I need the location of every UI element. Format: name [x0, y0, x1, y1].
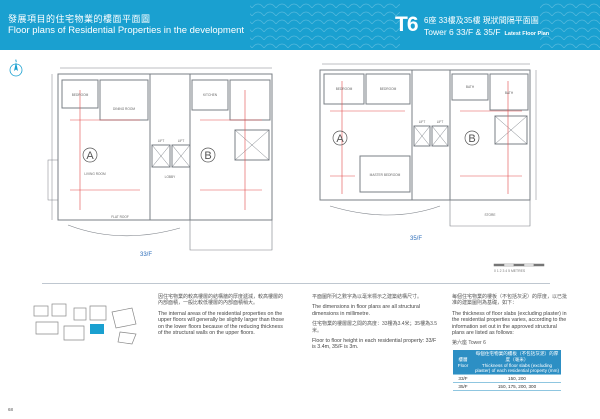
flat-a-label-35f: A [336, 133, 344, 145]
note-dimensions: 平面圖所列之數字為以毫米標示之建築結構尺寸。 The dimensions in… [312, 294, 438, 355]
floor-plan-33f: A B DINING ROOM LIVING ROOM BEDROOM KITC… [47, 67, 273, 251]
section-title-en: Floor plans of Residential Properties in… [8, 25, 245, 36]
room-label: KITCHEN [203, 93, 218, 97]
header-floor-zh: 樓層 [458, 356, 468, 362]
note-2b-zh: 住宅物業的樓層層之間的高度：33樓為3.4米；35樓為3.5米。 [312, 321, 438, 334]
compass-label: N [15, 59, 18, 63]
tower-title-en-text: Tower 6 33/F & 35/F [424, 27, 501, 37]
room-label: BEDROOM [336, 87, 353, 91]
room-label: BEDROOM [72, 93, 89, 97]
row-floor: 35/F [453, 382, 473, 391]
note-2a-zh: 平面圖所列之數字為以毫米標示之建築結構尺寸。 [312, 294, 423, 300]
note-2a-en: The dimensions in floor plans are all st… [312, 304, 421, 317]
header-thickness-zh: 每個住宅物業的樓板（不包括灰泥）的厚度（毫米） [475, 351, 559, 362]
room-label: STORE [485, 213, 496, 217]
floor-label-33f: 33/F [140, 252, 153, 258]
room-label: BATH [505, 91, 514, 95]
floor-plan-35f: A B BEDROOM BEDROOM MASTER BEDROOM LIFT … [319, 63, 537, 227]
room-label: BEDROOM [380, 87, 397, 91]
header-floor-en: Floor [457, 362, 469, 368]
room-label: LIFT [158, 139, 165, 143]
flat-b-label-33f: B [204, 150, 211, 162]
table-caption: 第六座 Tower 6 [452, 340, 486, 347]
room-label: LIFT [419, 120, 426, 124]
header-floor: 樓層 Floor [453, 350, 473, 375]
room-label: MASTER BEDROOM [370, 173, 401, 177]
room-label: LIFT [178, 139, 185, 143]
room-label: LOBBY [165, 175, 177, 179]
flat-a-label-33f: A [86, 150, 94, 162]
flat-b-label-35f: B [468, 133, 475, 145]
note-1-zh: 因住宅物業的較高樓層的結構牆的厚度遞減，較高樓層的內部面積，一般比較低樓層的內部… [158, 294, 284, 307]
key-plan [33, 303, 137, 345]
note-3-en: The thickness of floor slabs (excluding … [452, 310, 567, 337]
note-internal-areas: 因住宅物業的較高樓層的結構牆的厚度遞減，較高樓層的內部面積，一般比較低樓層的內部… [158, 294, 286, 340]
note-3-zh: 每個住宅物業的樓板（不包括灰泥）的厚度，以已批准的建築圖則為基礎，如下： [452, 294, 568, 307]
row-floor: 33/F [453, 374, 473, 383]
room-label: LIFT [437, 120, 444, 124]
tower-title-zh: 6座 33樓及35樓 現狀間隔平面圖 [424, 16, 539, 25]
slab-thickness-table: 樓層 Floor 每個住宅物業的樓板（不包括灰泥）的厚度（毫米） Thickne… [453, 350, 561, 391]
north-compass-icon: N [9, 59, 23, 77]
table-header-row: 樓層 Floor 每個住宅物業的樓板（不包括灰泥）的厚度（毫米） Thickne… [453, 350, 561, 375]
table-row: 33/F 150, 200 [453, 374, 561, 383]
room-label: BATH [466, 85, 475, 89]
note-slab-thickness: 每個住宅物業的樓板（不包括灰泥）的厚度，以已批准的建築圖則為基礎，如下： The… [452, 294, 570, 351]
row-thickness: 150, 200 [473, 374, 561, 383]
page-number: 68 [8, 407, 14, 412]
table-row: 35/F 150, 175, 200, 300 [453, 382, 561, 391]
room-label: LIVING ROOM [84, 172, 106, 176]
note-1-en: The internal areas of the residential pr… [158, 310, 285, 337]
tower-code: T6 [395, 13, 418, 36]
note-2b-en: Floor to floor height in each residentia… [312, 338, 437, 351]
tower-6-highlight [90, 324, 104, 334]
header-scale-pattern [250, 0, 600, 50]
section-divider [42, 283, 550, 284]
scale-bar-label: 0 1 2 3 4 5 METRES [494, 269, 526, 273]
room-label: DINING ROOM [113, 107, 135, 111]
header-thickness: 每個住宅物業的樓板（不包括灰泥）的厚度（毫米） Thickness of flo… [473, 350, 561, 375]
header-thickness-en: Thickness of floor slabs (excluding plas… [475, 363, 559, 373]
page-header: 發展項目的住宅物業的樓面平面圖 Floor plans of Residenti… [0, 0, 600, 50]
scale-bar: 0 1 2 3 4 5 METRES [493, 263, 545, 273]
latest-floor-plan-tag: Latest Floor Plan [504, 31, 550, 37]
floor-label-35f: 35/F [410, 236, 423, 242]
room-label: FLAT ROOF [111, 215, 129, 219]
section-title-zh: 發展項目的住宅物業的樓面平面圖 [8, 14, 151, 24]
row-thickness: 150, 175, 200, 300 [473, 382, 561, 391]
